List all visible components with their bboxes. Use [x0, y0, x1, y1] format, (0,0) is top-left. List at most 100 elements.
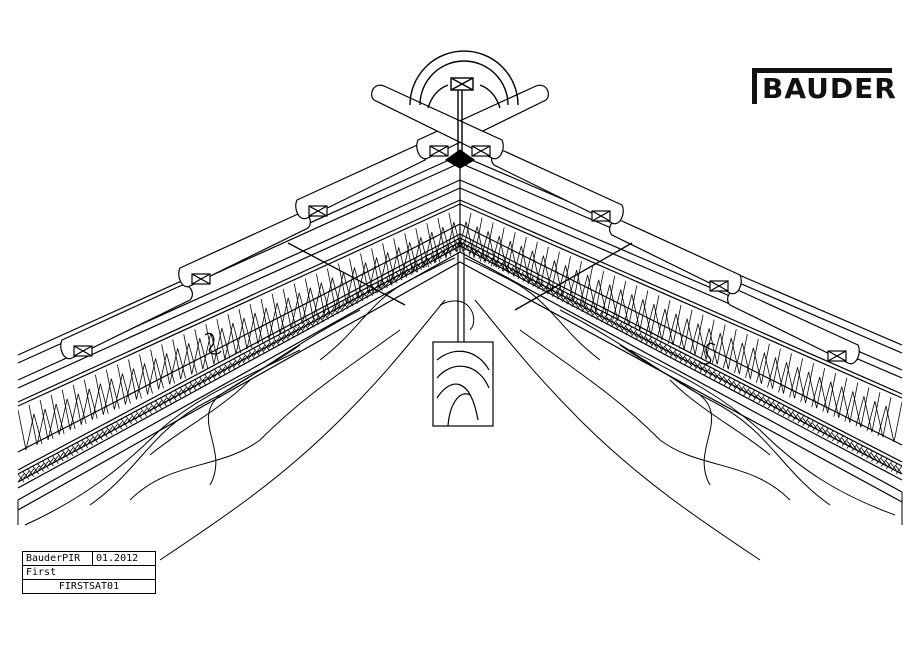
insulation-mark — [479, 227, 505, 268]
right-insulation-hatch — [460, 212, 902, 443]
membrane-mark — [610, 318, 618, 328]
tile-body — [416, 84, 549, 160]
membrane-mark — [723, 377, 731, 386]
membrane-mark — [468, 245, 476, 254]
membrane-mark — [885, 460, 893, 470]
membrane-mark — [797, 415, 805, 424]
membrane-mark — [492, 258, 500, 267]
membrane-mark — [449, 243, 457, 252]
membrane-mark — [27, 468, 35, 477]
membrane-mark — [802, 417, 810, 427]
membrane-mark — [184, 384, 192, 394]
left-roof-tiles — [60, 84, 549, 360]
insulation-mark — [183, 334, 209, 375]
insulation-mark — [216, 319, 242, 360]
membrane-mark — [115, 421, 123, 430]
logo-bar — [752, 68, 892, 73]
right-membrane-crosshatch — [460, 240, 902, 475]
insulation-mark — [623, 290, 649, 331]
right-roof-layers — [459, 154, 903, 503]
membrane-mark — [460, 240, 466, 249]
membrane-mark — [596, 311, 603, 320]
membrane-mark — [140, 408, 148, 417]
membrane-mark — [856, 445, 864, 454]
membrane-mark — [483, 252, 490, 262]
insulation-mark — [689, 319, 715, 360]
batten-cross — [827, 350, 847, 362]
membrane-mark — [307, 319, 315, 328]
product-name: BauderPIR — [23, 552, 93, 565]
membrane-mark — [561, 293, 569, 302]
membrane-mark — [890, 463, 898, 472]
membrane-mark — [645, 336, 652, 346]
insulation-mark — [700, 324, 726, 365]
membrane-mark — [430, 253, 437, 262]
membrane-mark — [542, 283, 549, 292]
membrane-mark — [792, 412, 800, 422]
roof-tile — [371, 84, 504, 160]
membrane-mark — [209, 371, 216, 380]
membrane-mark — [601, 313, 608, 323]
membrane-mark — [194, 379, 202, 388]
membrane-mark — [861, 448, 868, 457]
membrane-mark — [836, 435, 844, 444]
insulation-mark — [524, 246, 549, 287]
membrane-mark — [415, 261, 423, 270]
insulation-mark — [338, 263, 363, 304]
membrane-mark — [625, 326, 633, 335]
membrane-mark — [66, 447, 74, 457]
insulation-mark — [106, 369, 131, 410]
insulation-mark — [18, 409, 43, 451]
membrane-mark — [704, 366, 711, 376]
insulation-mark — [656, 304, 682, 346]
insulation-mark — [238, 308, 264, 350]
insulation-mark — [733, 338, 759, 380]
membrane-mark — [18, 473, 25, 483]
membrane-mark — [753, 392, 760, 401]
membrane-mark — [880, 458, 888, 467]
membrane-mark — [454, 240, 460, 249]
insulation-mark — [227, 313, 253, 355]
tile-body — [371, 84, 504, 160]
insulation-mark — [800, 367, 826, 409]
membrane-mark — [425, 256, 432, 265]
title-block: BauderPIR 01.2012 First FIRSTSAT01 — [22, 551, 156, 594]
membrane-mark — [556, 290, 564, 300]
insulation-mark — [94, 374, 120, 415]
membrane-mark — [76, 442, 84, 451]
membrane-mark — [91, 434, 98, 443]
membrane-mark — [277, 334, 285, 344]
insulation-mark — [260, 298, 286, 339]
batten-cross — [709, 280, 729, 292]
membrane-mark — [22, 471, 30, 480]
membrane-mark — [312, 316, 319, 325]
membrane-mark — [145, 405, 153, 415]
membrane-mark — [444, 245, 452, 255]
membrane-mark — [522, 273, 530, 282]
membrane-mark — [812, 422, 819, 432]
membrane-mark — [366, 287, 374, 297]
membrane-mark — [47, 458, 54, 467]
insulation-mark — [249, 303, 275, 345]
membrane-mark — [238, 355, 246, 365]
membrane-mark — [738, 384, 746, 394]
membrane-mark — [381, 279, 388, 289]
insulation-mark — [778, 358, 803, 399]
membrane-mark — [86, 437, 94, 446]
membrane-mark — [410, 263, 418, 273]
membrane-mark — [440, 248, 447, 257]
membrane-mark — [258, 345, 265, 354]
insulation-mark — [590, 275, 616, 316]
insulation-mark — [39, 399, 65, 440]
drawing-code: FIRSTSAT01 — [58, 581, 120, 592]
membrane-mark — [435, 250, 442, 260]
insulation-mark — [645, 300, 671, 341]
membrane-mark — [817, 425, 824, 434]
insulation-mark — [172, 339, 198, 380]
title-block-row: First — [23, 566, 155, 580]
insulation-mark — [612, 285, 638, 326]
roof-tile — [491, 149, 624, 225]
title-block-row: FIRSTSAT01 — [23, 580, 155, 593]
membrane-mark — [263, 342, 270, 352]
ridge-purlin — [432, 252, 494, 427]
